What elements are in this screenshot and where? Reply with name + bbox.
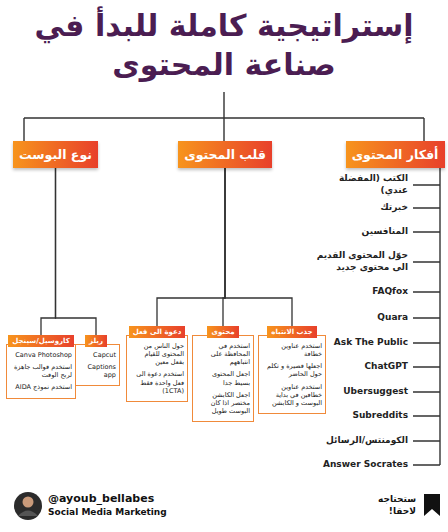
- tip-text: استخدم عناوين خطافين في بداية البوست و ا…: [262, 383, 322, 407]
- tip-text: استخدم نموذج AIDA: [10, 383, 72, 391]
- category-label: نوع البوست: [19, 147, 92, 162]
- footer-text: ستحتاجه لاحقا!: [364, 493, 416, 517]
- tree-connector: [41, 168, 56, 335]
- sub-box: دعوة الى فعلحول الناس من المحتوى للقيام …: [126, 326, 188, 402]
- tree-connector: [56, 168, 97, 335]
- idea-item: خبرتك: [380, 202, 408, 214]
- footer-text: @ayoub_bellabes: [48, 492, 154, 505]
- sub-body: CapcutCaptions app: [72, 344, 120, 386]
- sub-heading: محتوى: [207, 326, 238, 338]
- tree-connector: [157, 168, 225, 326]
- tip-text: استخدم في المحافظة على انتباههم: [196, 342, 250, 366]
- list-spine: [439, 168, 440, 465]
- idea-item: الكتب (المفضلة عندي): [312, 173, 408, 196]
- avatar-icon: [14, 492, 42, 520]
- idea-item: المنافسين: [362, 226, 408, 238]
- category-box: أفكار المحتوى: [346, 141, 445, 168]
- sub-heading: جذب الانتباه: [267, 326, 316, 338]
- list-ticks: [413, 185, 440, 465]
- tip-text: استخدم قوالب جاهزة لربح الوقت: [10, 363, 72, 379]
- sub-heading: دعوة الى فعل: [129, 326, 186, 338]
- category-box: نوع البوست: [13, 141, 98, 168]
- bookmark-icon: [424, 494, 440, 516]
- category-box: قلب المحتوى: [178, 141, 272, 168]
- idea-item: Quara: [377, 312, 408, 324]
- sub-body: استخدم عناوين خطافة اجعلها قصيرة و تكلم ح…: [258, 335, 326, 414]
- idea-item: Ask The Public: [334, 337, 408, 349]
- category-label: أفكار المحتوى: [352, 147, 439, 162]
- category-label: قلب المحتوى: [184, 147, 266, 162]
- idea-item: ChatGPT: [364, 361, 408, 373]
- idea-item: Answer Socrates: [323, 459, 408, 471]
- sub-body: استخدم في المحافظة على انتباههم اجعل المح…: [192, 335, 254, 422]
- sub-box: جذب الانتباه استخدم عناوين خطافة اجعلها قص…: [258, 326, 326, 414]
- sub-box: محتوى استخدم في المحافظة على انتباههم اجعل…: [192, 326, 254, 422]
- root-branch: [24, 92, 424, 141]
- title-text: إستراتيجية كاملة للبدأ في صناعة المحتوى: [34, 6, 414, 84]
- footer-text: Social Media Marketing: [48, 507, 167, 517]
- tip-text: استخدم دعوة الى فعل واحدة فقط (1CTA): [130, 370, 184, 394]
- idea-item: Subreddits: [352, 410, 408, 422]
- tip-text: Capcut: [76, 351, 116, 359]
- tip-text: استخدم عناوين خطافة: [262, 342, 322, 358]
- tree-connector: [225, 168, 292, 326]
- sub-body: حول الناس من المحتوى للقيام بفعل معين است…: [126, 335, 188, 402]
- sub-box: ريلزCapcutCaptions app: [72, 335, 120, 386]
- tip-text: Captions app: [76, 363, 116, 379]
- idea-item: الكومنتس/الرسائل: [326, 435, 408, 447]
- tip-text: اجعل المحتوى بسيط جدا: [196, 370, 250, 386]
- sub-heading: كاروسيل/سينجل: [8, 335, 74, 347]
- sub-box: كاروسيل/سينجل Canva Photoshop استخدم قوالب…: [6, 335, 76, 399]
- tip-text: اجعل الكابشن مختصر اذا كان البوست طويل: [196, 391, 250, 415]
- idea-item: حوّل المحتوى القديم الى محتوى جديد: [312, 250, 408, 273]
- sub-heading: ريلز: [85, 335, 107, 347]
- tip-text: اجعلها قصيرة و تكلم حول الحاضر: [262, 362, 322, 378]
- tip-text: حول الناس من المحتوى للقيام بفعل معين: [130, 342, 184, 366]
- idea-item: Ubersuggest: [343, 386, 408, 398]
- sub-body: Canva Photoshop استخدم قوالب جاهزة لربح ا…: [6, 344, 76, 399]
- idea-item: FAQfox: [372, 286, 408, 298]
- tip-text: Canva Photoshop: [10, 351, 72, 359]
